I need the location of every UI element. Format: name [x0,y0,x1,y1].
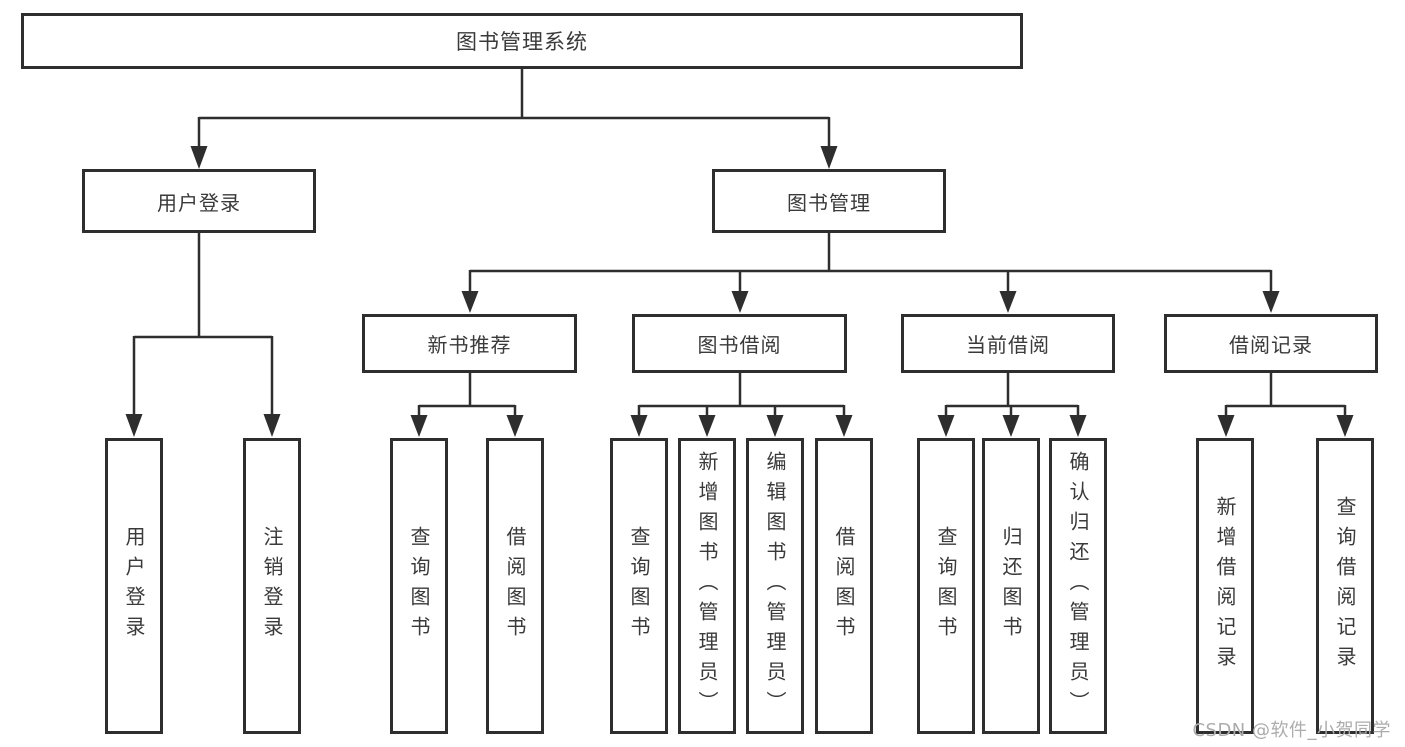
leaf-borrow-book-1: 借阅图书 [486,438,544,734]
leaf-return-book: 归还图书 [982,438,1040,734]
leaf-logout: 注销登录 [243,438,301,734]
node-user-login: 用户登录 [82,169,316,233]
node-new-book-recommend-label: 新书推荐 [427,333,512,357]
node-book-management: 图书管理 [712,169,946,233]
leaf-query-borrow-record-label: 查询借阅记录 [1333,496,1357,676]
leaf-query-book-2: 查询图书 [610,438,668,734]
leaf-add-book-admin: 新增图书（管理员） [678,438,736,734]
csdn-watermark: CSDN @软件_小贺同学 [1192,720,1391,741]
leaf-borrow-book-2-label: 借阅图书 [832,526,856,646]
leaf-add-book-admin-label: 新增图书（管理员） [695,451,719,721]
leaf-borrow-book-1-label: 借阅图书 [503,526,527,646]
leaf-add-borrow-record: 新增借阅记录 [1196,438,1254,734]
node-root-system: 图书管理系统 [21,13,1023,69]
node-current-borrow: 当前借阅 [901,314,1115,373]
leaf-borrow-book-2: 借阅图书 [815,438,873,734]
leaf-return-book-label: 归还图书 [999,526,1023,646]
leaf-edit-book-admin-label: 编辑图书（管理员） [763,451,787,721]
node-borrow-records: 借阅记录 [1164,314,1378,373]
leaf-confirm-return-admin: 确认归还（管理员） [1049,438,1107,734]
leaf-query-borrow-record: 查询借阅记录 [1316,438,1374,734]
leaf-user-login-label: 用户登录 [122,526,146,646]
node-borrow-records-label: 借阅记录 [1229,333,1313,357]
arrowhead-icons [125,146,1354,437]
leaf-user-login: 用户登录 [105,438,163,734]
node-root-label: 图书管理系统 [456,30,588,54]
leaf-edit-book-admin: 编辑图书（管理员） [746,438,804,734]
node-book-borrow-label: 图书借阅 [697,333,782,357]
leaf-confirm-return-admin-label: 确认归还（管理员） [1066,451,1090,721]
node-book-borrow: 图书借阅 [632,314,847,373]
node-current-borrow-label: 当前借阅 [966,333,1050,357]
node-book-management-label: 图书管理 [787,190,871,215]
node-new-book-recommend: 新书推荐 [362,314,577,373]
leaf-query-book-1-label: 查询图书 [407,526,431,646]
leaf-query-book-3: 查询图书 [917,438,975,734]
node-user-login-label: 用户登录 [157,190,241,215]
leaf-add-borrow-record-label: 新增借阅记录 [1213,496,1237,676]
leaf-query-book-2-label: 查询图书 [627,526,651,646]
leaf-query-book-3-label: 查询图书 [934,526,958,646]
leaf-logout-label: 注销登录 [260,526,284,646]
leaf-query-book-1: 查询图书 [390,438,448,734]
